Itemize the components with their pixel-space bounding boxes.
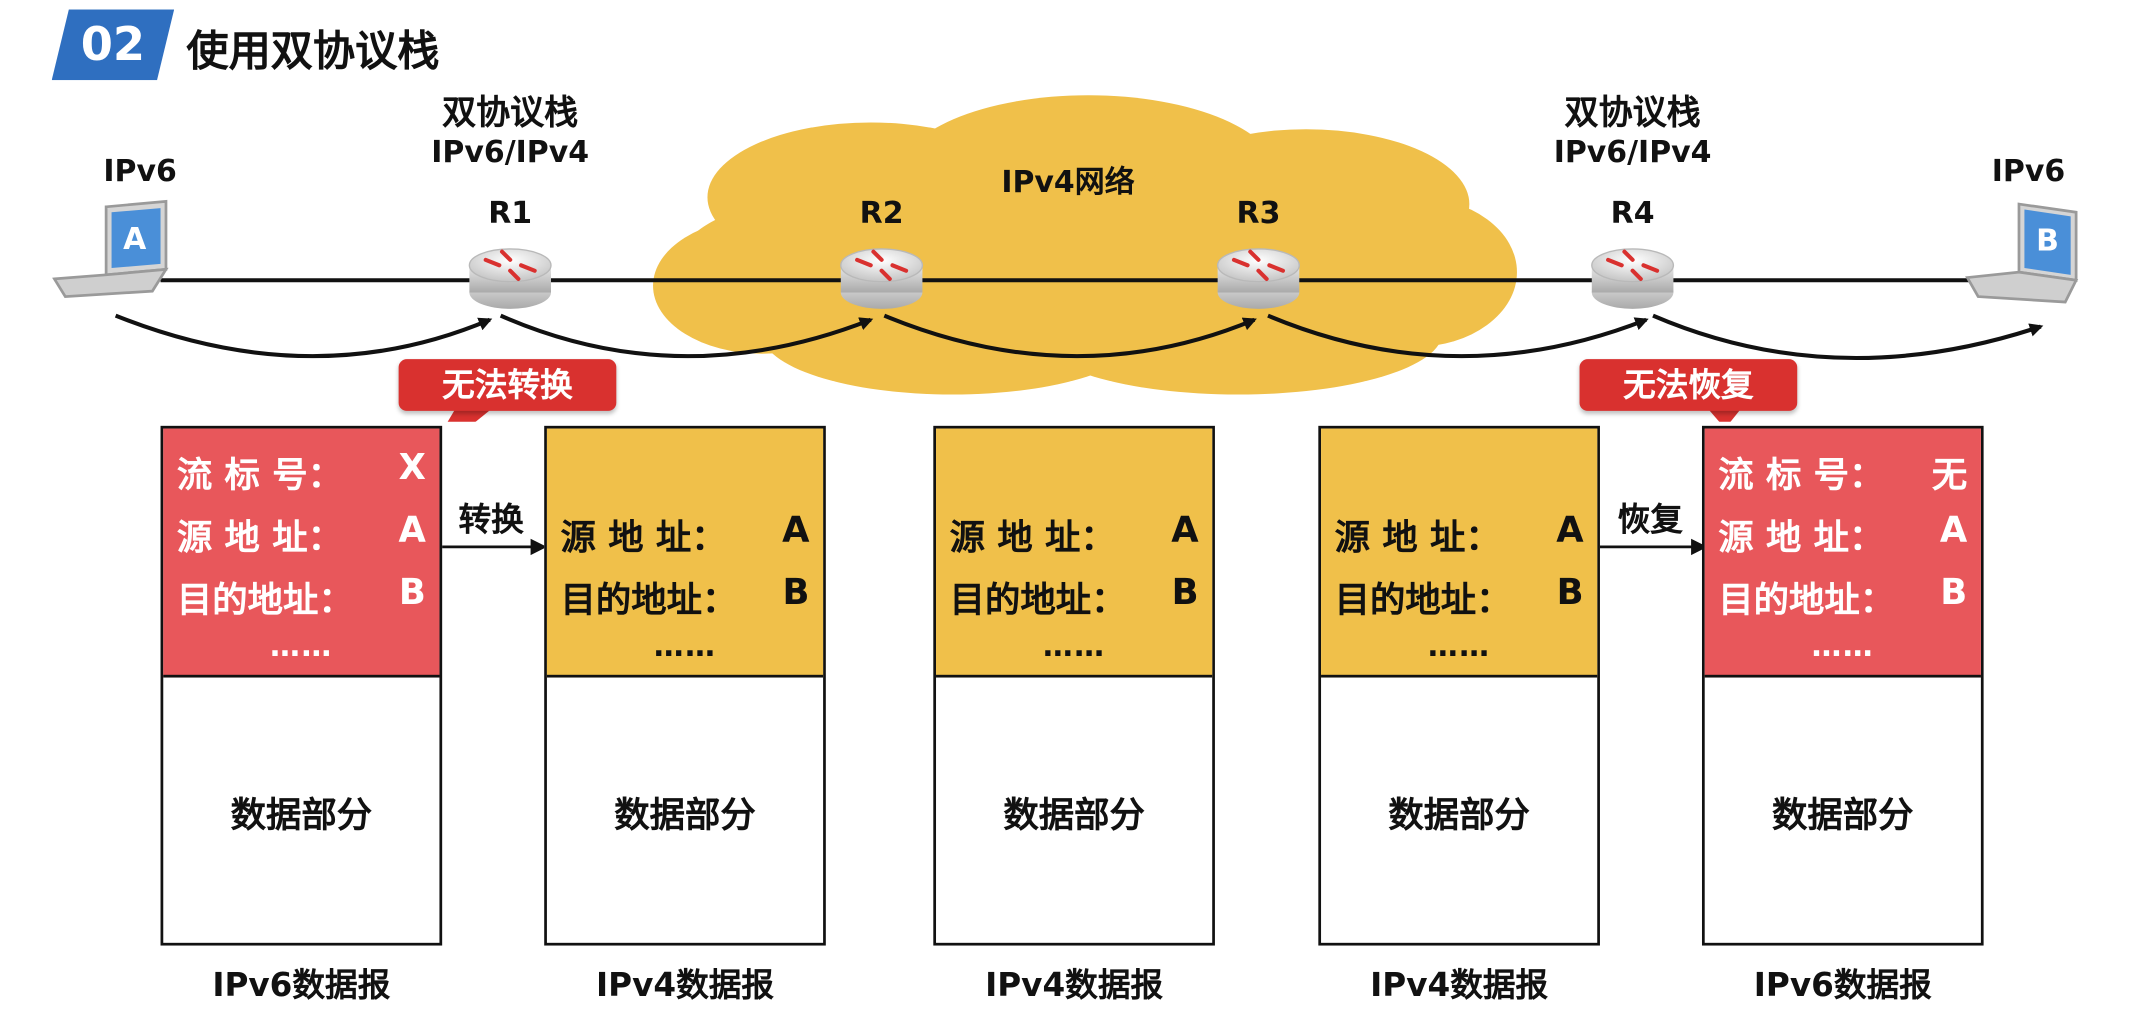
packet-ipv6-restored: 流 标 号：无 源 地 址：A 目的地址：B …… 数据部分 [1701, 425, 1984, 946]
host-a-label: IPv6 [103, 155, 177, 190]
router-icon [1591, 248, 1675, 309]
router-icon [840, 248, 924, 309]
router-r3-label: R3 [1236, 197, 1281, 232]
host-a-letter: A [123, 223, 147, 258]
header-row: 源 地 址：A [560, 510, 810, 560]
packet-caption: IPv6数据报 [212, 965, 391, 1005]
callout-cannot-convert: 无法转换 [398, 359, 617, 411]
callout-cannot-restore: 无法恢复 [1579, 359, 1798, 411]
header-row: 源 地 址：A [1718, 510, 1968, 560]
header-row: 流 标 号：X [176, 447, 426, 497]
packet-header: 流 标 号：无 源 地 址：A 目的地址：B …… [1704, 428, 1981, 678]
header-row: 源 地 址：A [176, 510, 426, 560]
header-row: 目的地址：B [176, 572, 426, 622]
packet-header: 源 地 址：A 目的地址：B …… [546, 428, 824, 678]
section-title: 使用双协议栈 [186, 27, 440, 77]
r1-stack-title: 双协议栈 [442, 92, 579, 132]
restore-label: 恢复 [1617, 500, 1683, 539]
data-part-label: 数据部分 [1003, 795, 1145, 837]
packet-header: 源 地 址：A 目的地址：B …… [1321, 428, 1598, 678]
packet-header: 流 标 号：X 源 地 址：A 目的地址：B …… [163, 428, 440, 678]
r4-stack-sub: IPv6/IPv4 [1553, 136, 1712, 171]
packet-caption: IPv4数据报 [985, 965, 1164, 1005]
host-b-letter: B [2036, 224, 2059, 259]
flow-arrow [1267, 313, 1649, 359]
router-icon [1216, 248, 1300, 309]
callout-tail [1707, 408, 1742, 422]
flow-arrow [499, 313, 874, 359]
router-r4-label: R4 [1610, 197, 1655, 232]
r1-stack-sub: IPv6/IPv4 [431, 136, 590, 171]
header-row: 目的地址：B [949, 572, 1199, 622]
packet-ipv6-source: 流 标 号：X 源 地 址：A 目的地址：B …… 数据部分 [160, 425, 443, 946]
header-ellipsis: …… [1811, 629, 1875, 664]
data-part-label: 数据部分 [1772, 795, 1914, 837]
header-row: 目的地址：B [1718, 572, 1968, 622]
callout-tail [447, 408, 493, 422]
r4-stack-title: 双协议栈 [1564, 92, 1701, 132]
packet-ipv4-r3: 源 地 址：A 目的地址：B …… 数据部分 [1318, 425, 1600, 946]
host-b-label: IPv6 [1991, 155, 2066, 190]
packet-caption: IPv4数据报 [595, 965, 775, 1005]
header-ellipsis: …… [1427, 629, 1491, 664]
convert-arrow [438, 538, 547, 556]
laptop-icon [1965, 202, 2079, 304]
laptop-icon [52, 199, 169, 298]
router-r2-label: R2 [859, 197, 904, 232]
section-number: 02 [80, 17, 146, 73]
header-ellipsis: …… [653, 629, 717, 664]
packet-ipv4-r1: 源 地 址：A 目的地址：B …… 数据部分 [544, 425, 826, 946]
flow-arrow [883, 313, 1257, 359]
packet-header: 源 地 址：A 目的地址：B …… [936, 428, 1213, 678]
packet-caption: IPv4数据报 [1370, 965, 1549, 1005]
data-part-label: 数据部分 [1388, 795, 1530, 837]
network-diagram [52, 95, 2079, 422]
header-ellipsis: …… [1042, 629, 1106, 664]
header-row: 源 地 址：A [949, 510, 1199, 560]
header-row: 流 标 号：无 [1718, 455, 1968, 497]
router-r1-label: R1 [488, 197, 533, 232]
cloud-label: IPv4网络 [1001, 165, 1135, 200]
router-icon [468, 248, 552, 309]
restore-arrow [1598, 538, 1708, 556]
data-part-label: 数据部分 [230, 795, 373, 837]
section-badge [51, 9, 175, 81]
convert-label: 转换 [458, 500, 524, 539]
header-row: 目的地址：B [560, 572, 810, 622]
packet-ipv4-r2: 源 地 址：A 目的地址：B …… 数据部分 [933, 425, 1215, 946]
data-part-label: 数据部分 [614, 795, 756, 837]
flow-arrow [114, 313, 493, 359]
header-row: 源 地 址：A [1334, 510, 1584, 560]
packet-caption: IPv6数据报 [1753, 965, 1932, 1005]
flow-arrow [1652, 313, 2044, 361]
header-row: 目的地址：B [1334, 572, 1584, 622]
header-ellipsis: …… [270, 629, 333, 664]
